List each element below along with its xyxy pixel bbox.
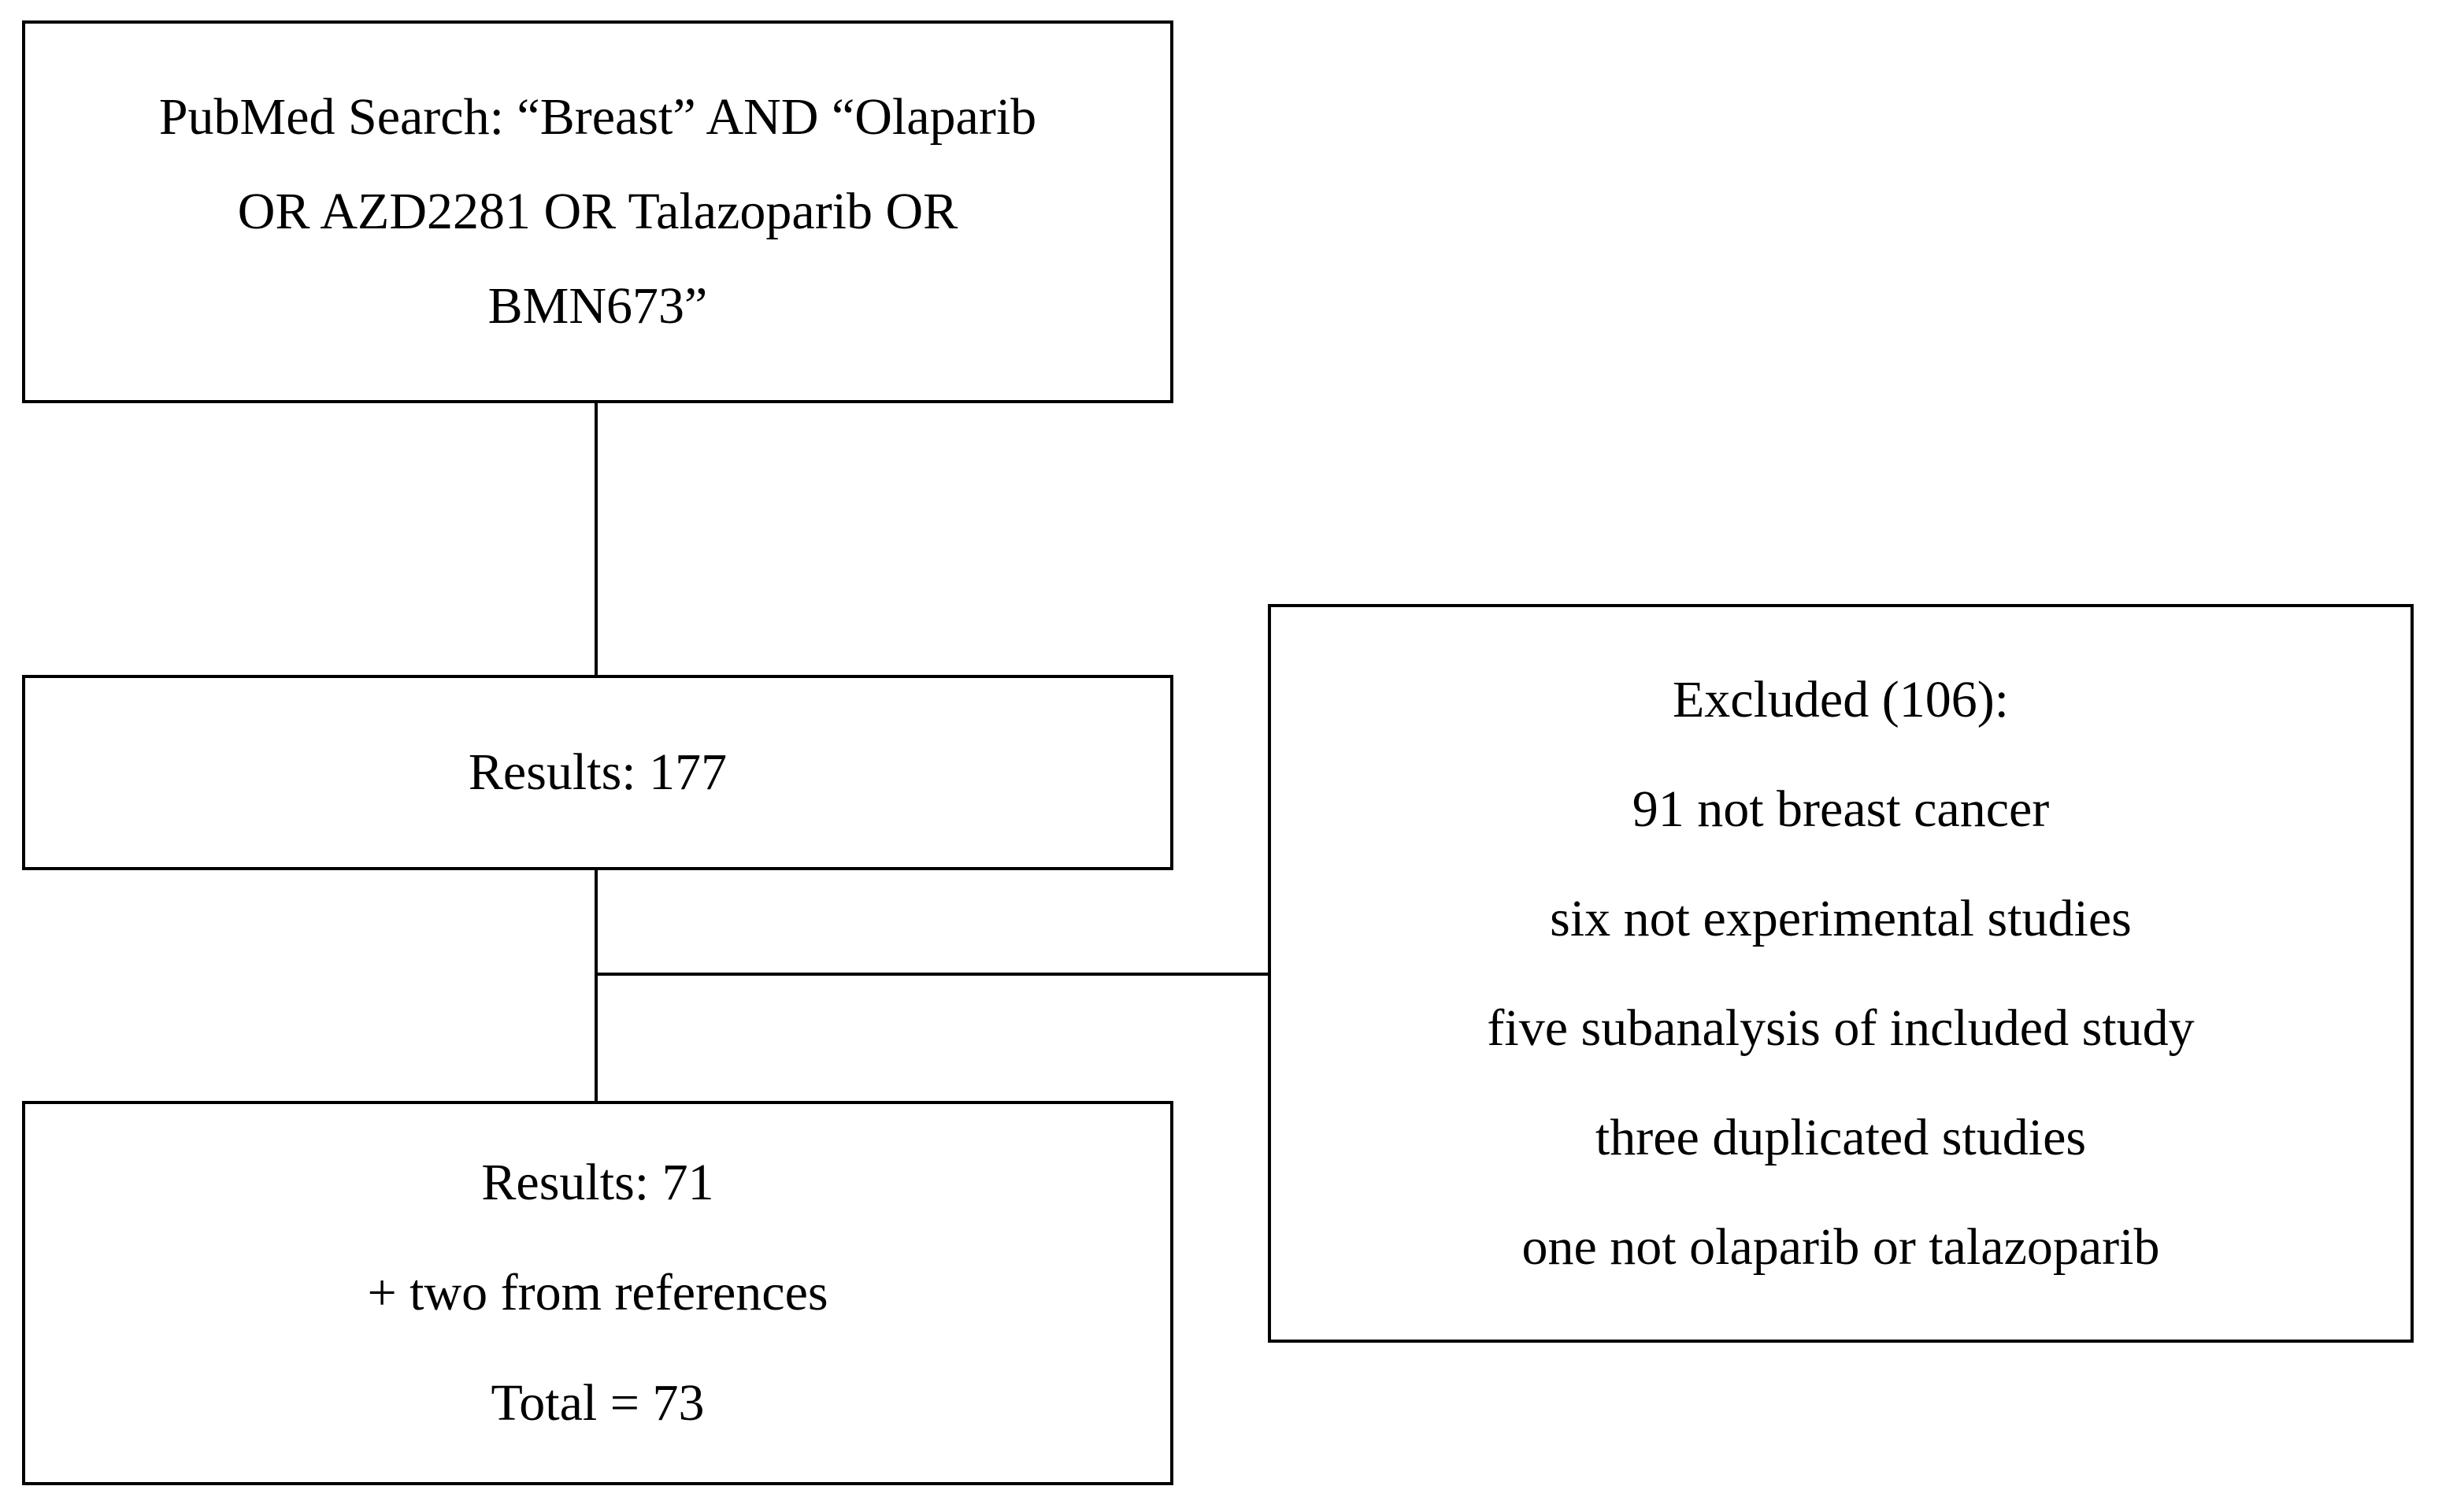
connector-branch-to-excluded [595,973,1268,976]
excluded-title-line: Excluded (106): [1672,671,2010,728]
excluded-reason-line: three duplicated studies [1595,1109,2087,1166]
search-query-line: OR AZD2281 OR Talazoparib OR [237,183,958,240]
references-added-line: + two from references [367,1264,828,1321]
results-final-box: Results: 71 + two from references Total … [22,1101,1173,1485]
search-query-line: PubMed Search: “Breast” AND “Olaparib [158,88,1037,146]
total-line: Total = 73 [491,1374,705,1432]
excluded-reason-line: 91 not breast cancer [1632,780,2050,838]
connector-search-to-results [595,403,598,675]
excluded-reason-line: five subanalysis of included study [1487,999,2195,1057]
results-initial-box: Results: 177 [22,675,1173,870]
excluded-box: Excluded (106): 91 not breast cancer six… [1268,604,2414,1343]
connector-results-to-final [595,870,598,1101]
results-count-line: Results: 177 [468,743,728,801]
excluded-reason-line: six not experimental studies [1550,890,2132,947]
final-results-line: Results: 71 [481,1154,714,1211]
pubmed-search-box: PubMed Search: “Breast” AND “Olaparib OR… [22,20,1173,403]
search-query-line: BMN673” [487,277,708,335]
excluded-reason-line: one not olaparib or talazoparib [1521,1218,2160,1276]
